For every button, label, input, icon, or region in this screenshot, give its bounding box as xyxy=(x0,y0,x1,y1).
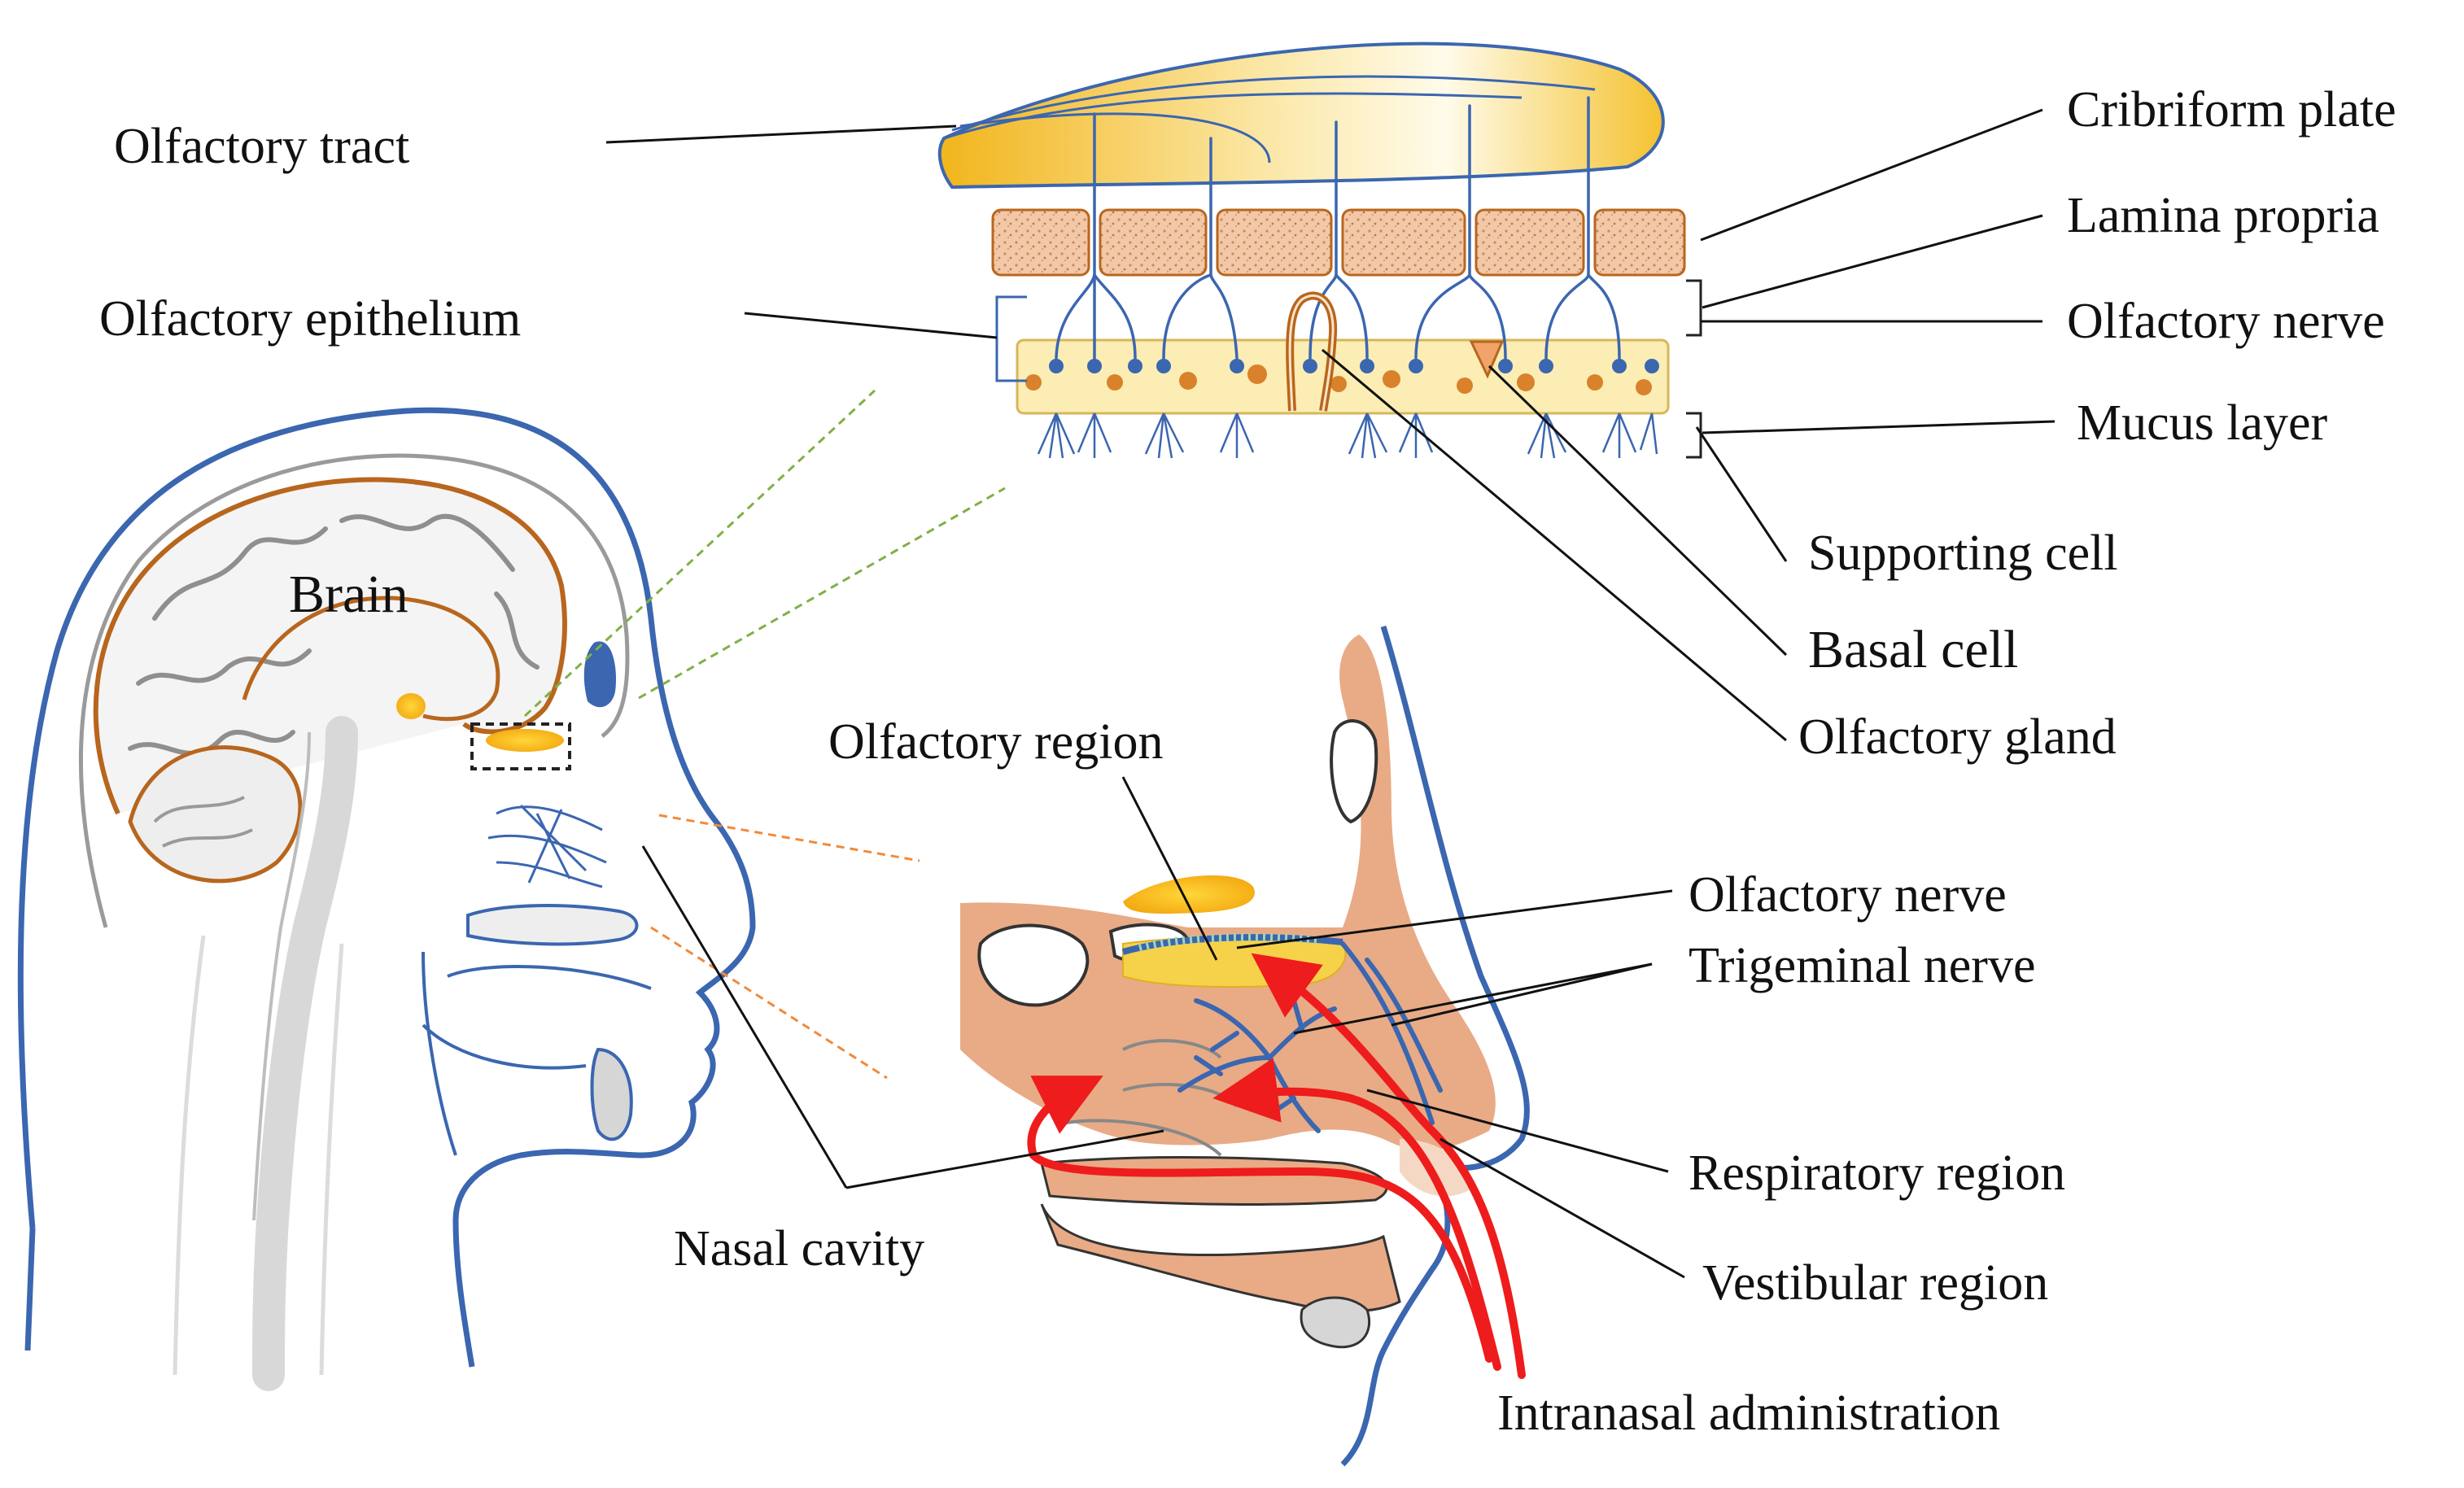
brainstem xyxy=(252,716,358,1391)
neck-back xyxy=(24,1228,36,1351)
label-nasal-cavity: Nasal cavity xyxy=(674,1221,924,1276)
olfactory-nerve-fibers xyxy=(1138,933,1319,952)
jaw-bone xyxy=(590,1047,633,1141)
palate xyxy=(466,904,639,946)
tract-fibers xyxy=(943,75,1596,164)
supporting-cell-nuclei xyxy=(1025,364,1652,395)
label-respiratory-region: Respiratory region xyxy=(1689,1145,2065,1201)
small-turbinates xyxy=(487,804,607,888)
head-outline xyxy=(17,407,756,1368)
guide-orange-2 xyxy=(650,926,888,1080)
olfactory-gland-lumen xyxy=(1288,295,1335,412)
label-supporting-cell: Supporting cell xyxy=(1808,526,2118,581)
cilia xyxy=(1037,412,1658,459)
basal-cell-shape xyxy=(1469,340,1505,379)
label-olfactory-nerve-top: Olfactory nerve xyxy=(2067,294,2385,349)
jaw-line xyxy=(422,951,457,1156)
guide-green-1 xyxy=(523,389,876,718)
guide-orange-1 xyxy=(658,814,920,862)
label-vestibular-region: Vestibular region xyxy=(1702,1255,2048,1311)
nose-outline xyxy=(1340,625,1530,1467)
brainstem-edge xyxy=(252,731,311,1221)
cribriform-blocks xyxy=(991,208,1686,277)
label-intranasal-administration: Intranasal administration xyxy=(1497,1385,2000,1441)
olfactory-bulb-dot xyxy=(396,693,426,719)
epithelium-inset xyxy=(937,41,1702,459)
lower-maxilla xyxy=(1040,1203,1401,1312)
label-olfactory-region: Olfactory region xyxy=(828,714,1163,770)
spine xyxy=(173,935,344,1376)
cerebellum xyxy=(128,745,303,884)
label-olfactory-gland: Olfactory gland xyxy=(1798,709,2117,765)
label-basal-cell: Basal cell xyxy=(1808,620,2018,679)
label-brain: Brain xyxy=(289,565,408,624)
nasal-inset xyxy=(960,625,1530,1467)
receptor-nuclei xyxy=(1049,359,1659,373)
mucus-bracket xyxy=(1686,412,1702,459)
label-olfactory-nerve-bottom: Olfactory nerve xyxy=(1689,867,2007,923)
label-cribriform-plate: Cribriform plate xyxy=(2067,82,2396,137)
zoom-box xyxy=(470,722,571,770)
label-trigeminal-nerve: Trigeminal nerve xyxy=(1689,938,2035,993)
nerve-bracket xyxy=(1686,279,1702,337)
label-olfactory-epithelium: Olfactory epithelium xyxy=(99,291,521,347)
label-lamina-propria: Lamina propria xyxy=(2067,188,2379,243)
mouth-cavity xyxy=(422,965,652,1070)
frontal-sinus xyxy=(583,641,616,708)
label-mucus-layer: Mucus layer xyxy=(2077,395,2328,451)
olfactory-bulb-zoom xyxy=(486,729,564,752)
leader-lines xyxy=(605,108,2056,1279)
lower-jaw-grey xyxy=(1300,1296,1371,1349)
text-labels: Olfactory tract Olfactory epithelium Cri… xyxy=(99,82,2396,1441)
nerve-fibers xyxy=(1055,96,1621,360)
brain-inner xyxy=(242,596,500,722)
epithelium-bracket xyxy=(995,295,1027,382)
skull-inner xyxy=(78,453,630,928)
brain-outline xyxy=(93,477,567,815)
label-olfactory-tract: Olfactory tract xyxy=(114,119,409,174)
head-illustration xyxy=(17,389,1006,1391)
olfactory-bulb-nasal xyxy=(1123,875,1255,914)
delivery-arrows xyxy=(1027,953,1526,1379)
cerebellum-folds xyxy=(153,796,253,848)
hard-palate xyxy=(1040,1156,1388,1206)
guide-green-2 xyxy=(638,487,1006,700)
